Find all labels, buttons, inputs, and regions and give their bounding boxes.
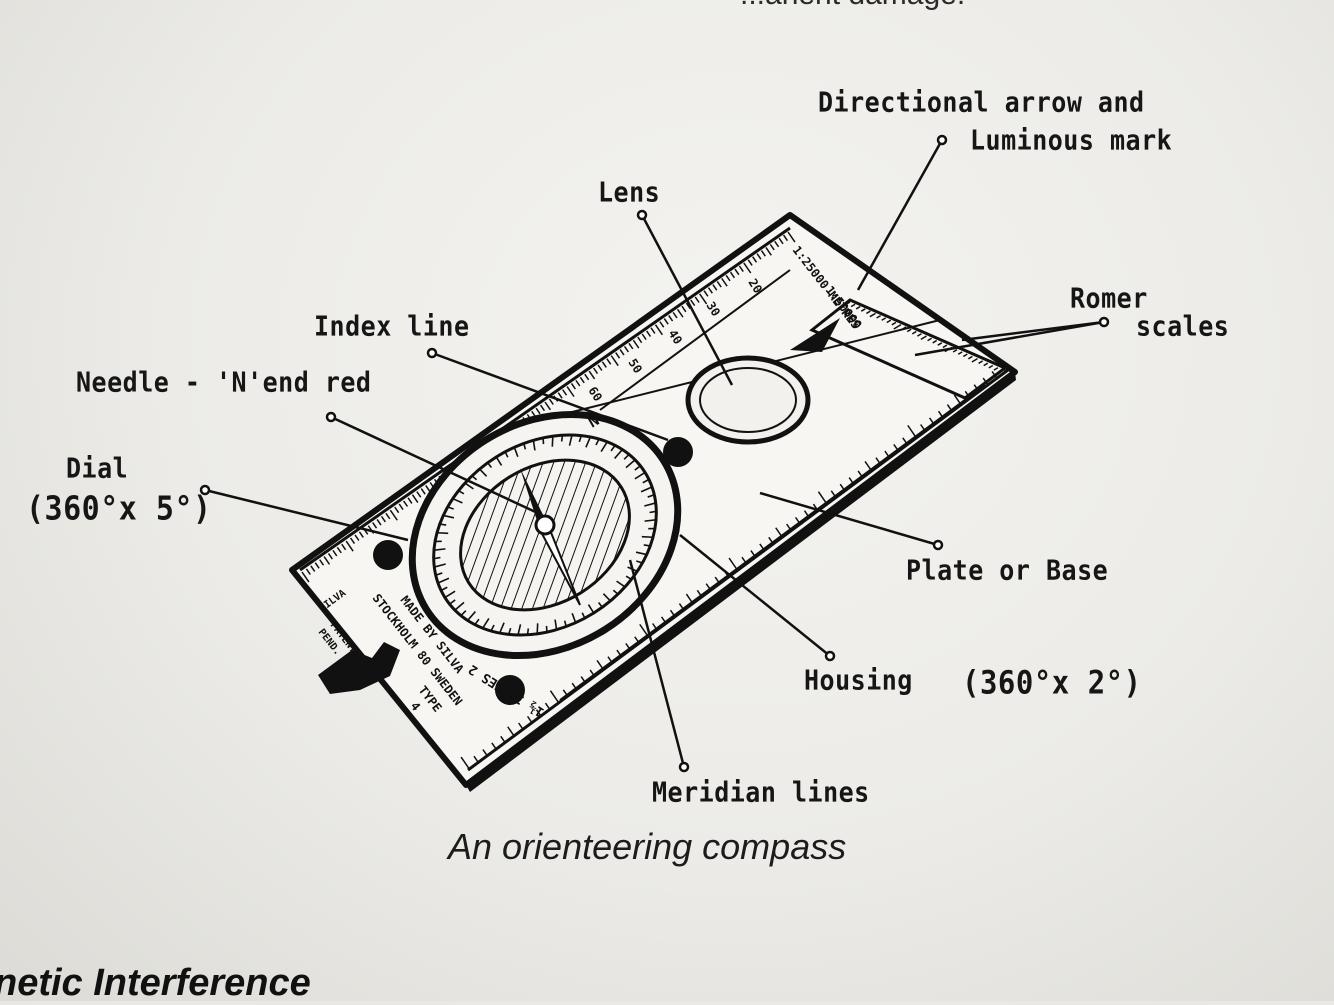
label-plate: Plate or Base — [906, 554, 1108, 586]
label-dial: Dial — [66, 452, 128, 484]
label-scales: scales — [1136, 310, 1229, 342]
needle-pivot — [536, 516, 554, 534]
section-heading: netic Interference — [0, 962, 311, 1005]
label-lens: Lens — [598, 176, 660, 208]
label-directional-arrow: Directional arrow and — [818, 86, 1145, 118]
label-dial-spec: (360°x 5°) — [26, 490, 212, 529]
label-needle: Needle - 'N'end red — [76, 366, 371, 398]
label-meridian: Meridian lines — [652, 776, 870, 808]
dial-tick — [440, 524, 446, 525]
label-housing: Housing — [804, 664, 913, 696]
figure-caption: An orienteering compass — [448, 826, 846, 868]
dial-tick — [437, 533, 448, 534]
lens — [688, 358, 808, 442]
dial-tick — [528, 628, 529, 634]
label-housing-spec: (360°x 2°) — [962, 664, 1142, 701]
leader-directional-arrow — [858, 140, 942, 290]
dial-tick — [642, 537, 653, 538]
screw-left — [373, 540, 403, 570]
dial-tick — [644, 545, 650, 546]
label-index-line: Index line — [314, 310, 470, 342]
label-luminous-mark: Luminous mark — [970, 124, 1172, 156]
dial-tick — [562, 435, 563, 441]
